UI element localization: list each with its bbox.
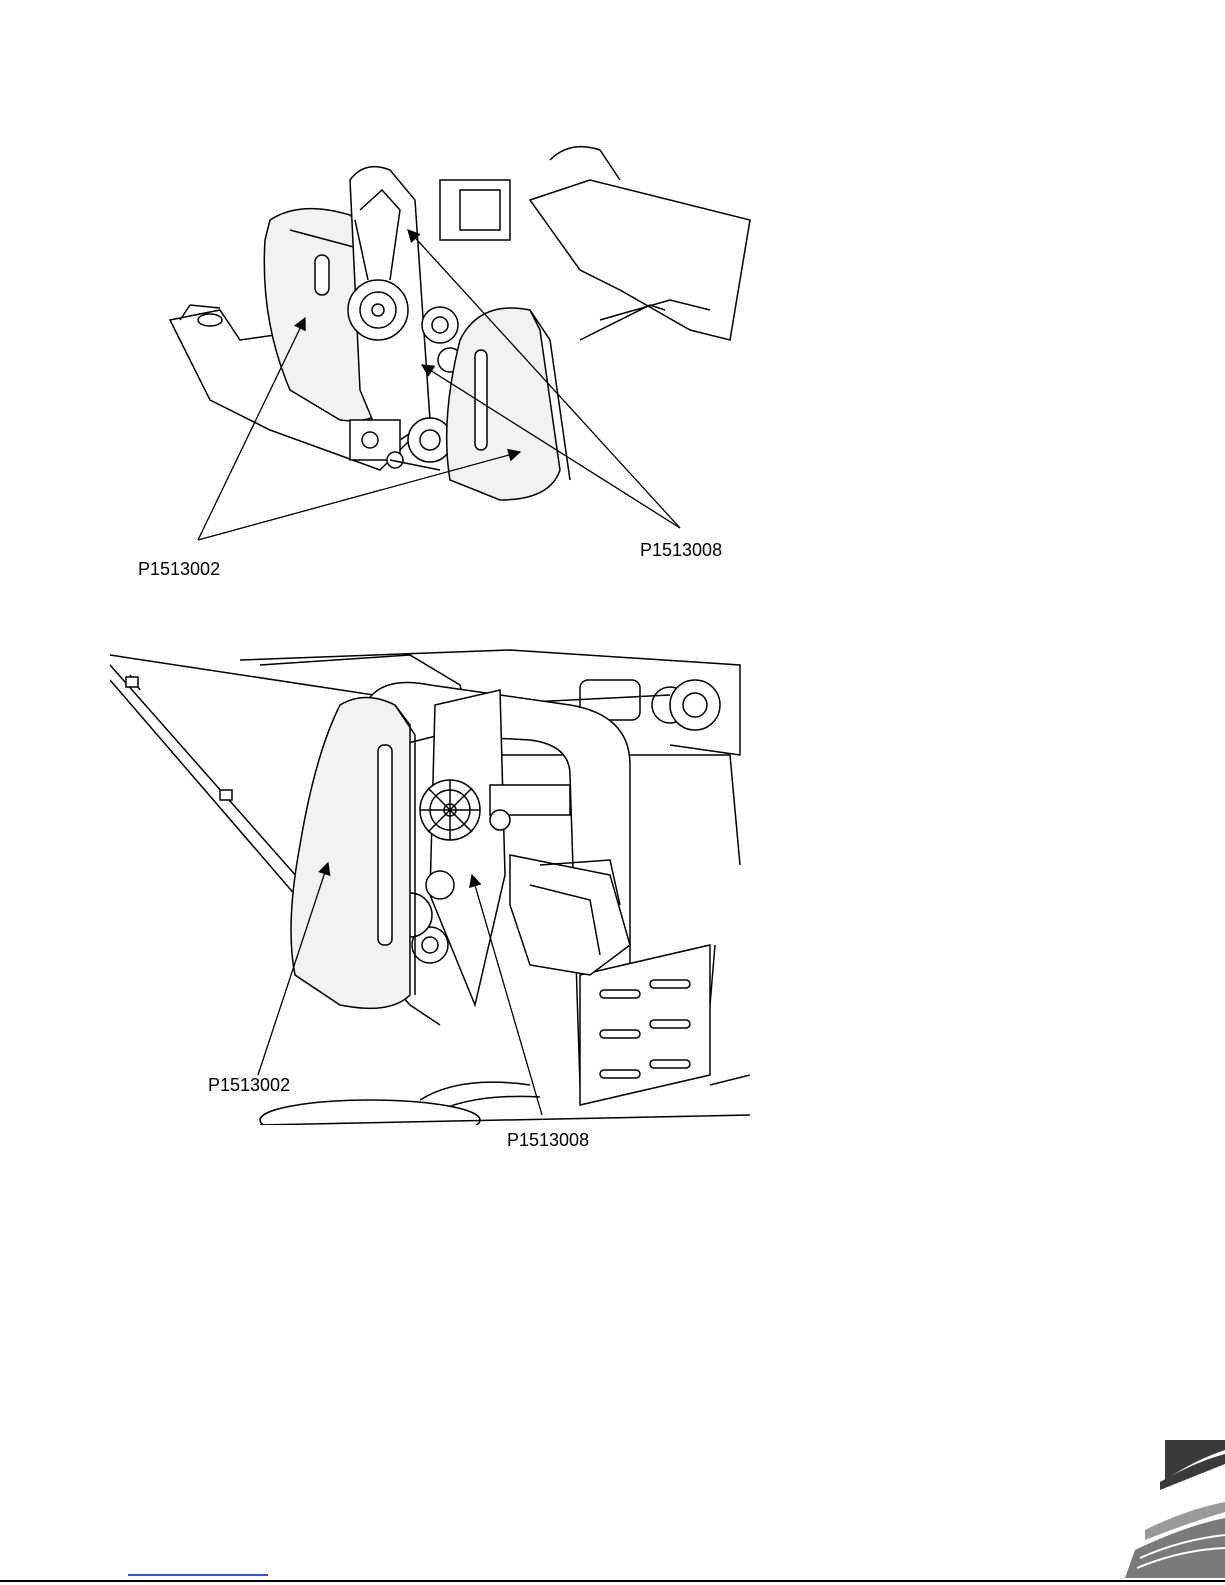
callout-label-plate: P1513008 (507, 1131, 589, 1149)
footer-rule (0, 1580, 1225, 1582)
figure-bottom-belt-guards (110, 645, 750, 1125)
drawing-belt-drive-bottom (110, 645, 750, 1125)
callout-label-guard: P1513002 (208, 1076, 290, 1094)
callout-label-plate: P1513008 (640, 541, 722, 559)
company-logo (1125, 1440, 1225, 1585)
callout-label-guard: P1513002 (138, 560, 220, 578)
drawing-belt-drive-top (150, 140, 770, 580)
footer-link-rule[interactable] (128, 1574, 268, 1576)
figure-top-belt-guards (150, 140, 770, 580)
